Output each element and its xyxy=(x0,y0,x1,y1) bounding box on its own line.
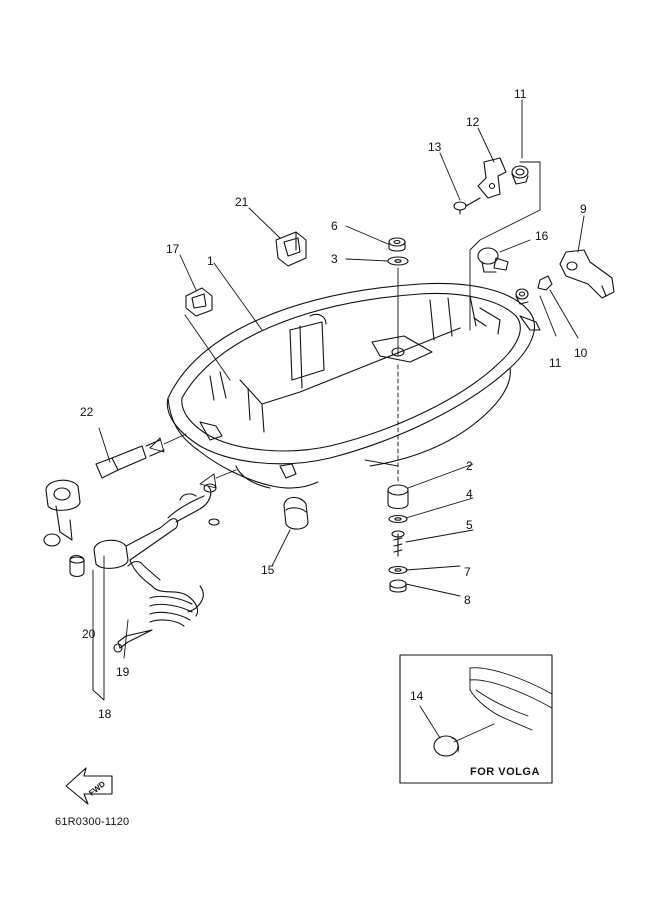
assembly-arrows xyxy=(149,433,237,489)
callout-6: 6 xyxy=(331,219,338,233)
callout-3: 3 xyxy=(331,252,338,266)
washer-part-4 xyxy=(388,514,408,524)
callout-1: 1 xyxy=(207,254,214,268)
callout-13: 13 xyxy=(428,140,442,154)
callout-4: 4 xyxy=(466,487,473,501)
inset-label: FOR VOLGA xyxy=(470,766,540,778)
nut-part-6 xyxy=(388,237,406,252)
callout-17: 17 xyxy=(166,242,180,256)
callout-12: 12 xyxy=(466,115,480,129)
callout-22: 22 xyxy=(80,405,94,419)
fwd-arrow xyxy=(65,767,113,805)
grommet-part-22 xyxy=(95,439,165,479)
washer-part-7 xyxy=(388,565,408,575)
callout-2: 2 xyxy=(466,459,473,473)
callout-14: 14 xyxy=(410,689,424,703)
inset-box xyxy=(399,654,553,784)
washer-part-3 xyxy=(387,256,409,266)
callout-7: 7 xyxy=(464,565,471,579)
bottom-cowling xyxy=(166,282,541,489)
callout-16: 16 xyxy=(535,229,549,243)
callout-15: 15 xyxy=(261,563,275,577)
bracket-part-12 xyxy=(477,157,507,199)
cap-part-20 xyxy=(69,554,85,578)
stop-switch-part-18 xyxy=(43,479,220,569)
nut-part-8 xyxy=(389,579,407,593)
cushion-part-17 xyxy=(185,287,213,317)
cap-part-15 xyxy=(283,496,309,530)
grommet-part-11-side xyxy=(515,288,529,305)
cushion-part-21 xyxy=(275,231,307,267)
callout-8: 8 xyxy=(464,593,471,607)
callout-20: 20 xyxy=(82,627,96,641)
callout-19: 19 xyxy=(116,665,130,679)
lever-part-9 xyxy=(559,249,615,299)
leader-lines xyxy=(92,99,585,743)
callout-9: 9 xyxy=(580,202,587,216)
callout-18: 18 xyxy=(98,707,112,721)
bolt-part-5 xyxy=(391,530,405,557)
lanyard-part-19 xyxy=(113,559,204,653)
callout-10: 10 xyxy=(574,346,588,360)
callout-11-side: 11 xyxy=(549,356,562,370)
grommet-part-11-top xyxy=(511,165,529,185)
washer-part-10 xyxy=(537,275,553,291)
screw-part-13 xyxy=(453,197,481,215)
lever-part-16 xyxy=(477,247,509,273)
callout-11-top: 11 xyxy=(514,87,527,101)
diagram-code: 61R0300-1120 xyxy=(55,816,130,828)
callout-5: 5 xyxy=(466,518,473,532)
mount-part-2 xyxy=(387,484,409,510)
callout-21: 21 xyxy=(235,195,249,209)
